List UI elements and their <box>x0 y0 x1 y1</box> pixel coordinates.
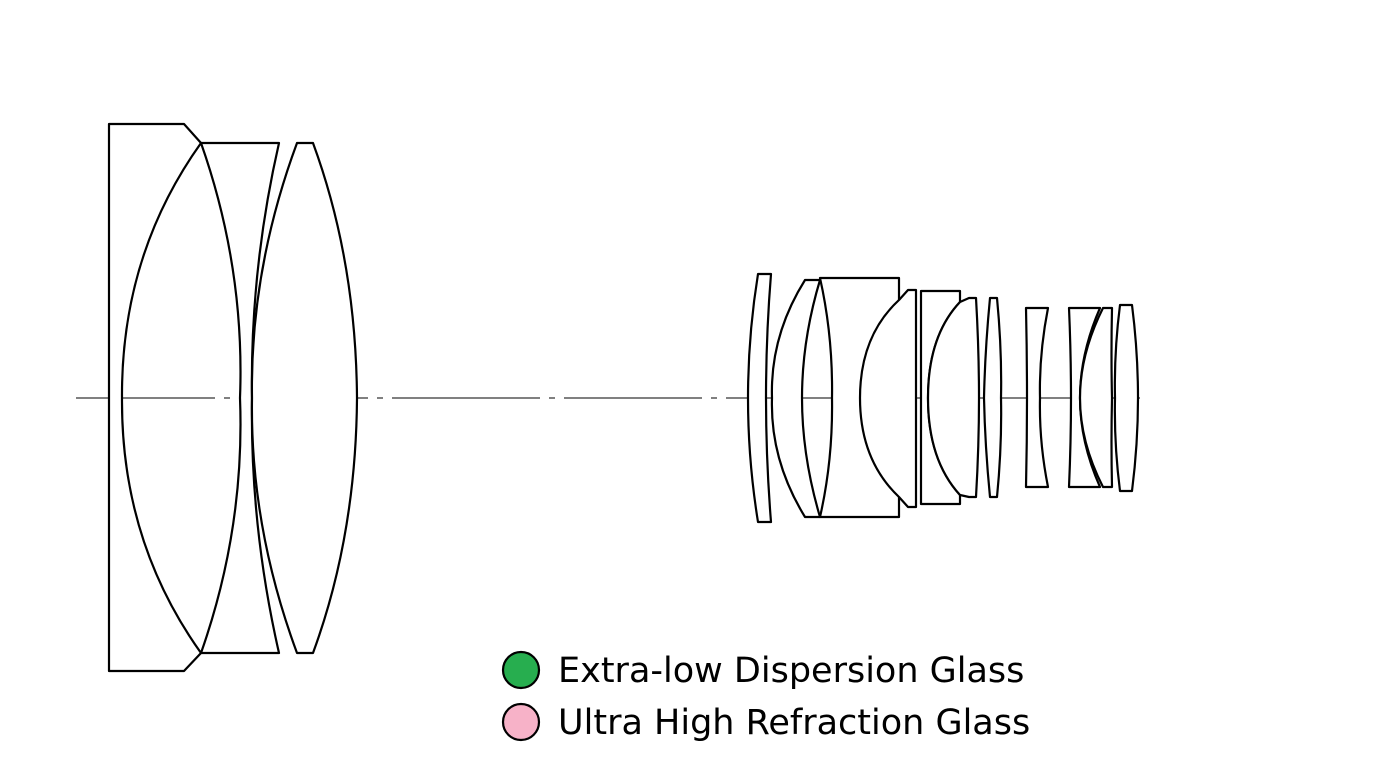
lens-element-10 <box>982 296 1003 499</box>
front-lens-group <box>107 122 359 673</box>
legend-label-ed-glass: Extra-low Dispersion Glass <box>558 651 1024 691</box>
lens-element-13 <box>1078 306 1114 489</box>
legend-item-ed-glass: Extra-low Dispersion Glass <box>501 650 1024 691</box>
lens-element-3 <box>250 141 359 655</box>
uhr-glass-swatch <box>501 702 541 742</box>
rear-lens-group <box>746 272 1140 524</box>
lens-element-5 <box>770 278 822 519</box>
lens-element-14 <box>1113 303 1140 493</box>
lens-element-2 <box>199 141 281 655</box>
lens-element-11 <box>1024 306 1050 489</box>
legend: Extra-low Dispersion Glass Ultra High Re… <box>501 650 1030 743</box>
ed-glass-swatch <box>501 650 541 690</box>
lens-element-1 <box>107 122 203 673</box>
lens-element-4 <box>746 272 773 524</box>
lens-element-9-ed <box>926 296 981 499</box>
legend-label-uhr-glass: Ultra High Refraction Glass <box>558 703 1030 743</box>
legend-item-uhr-glass: Ultra High Refraction Glass <box>501 702 1030 743</box>
lens-element-7-uhr <box>858 288 918 509</box>
